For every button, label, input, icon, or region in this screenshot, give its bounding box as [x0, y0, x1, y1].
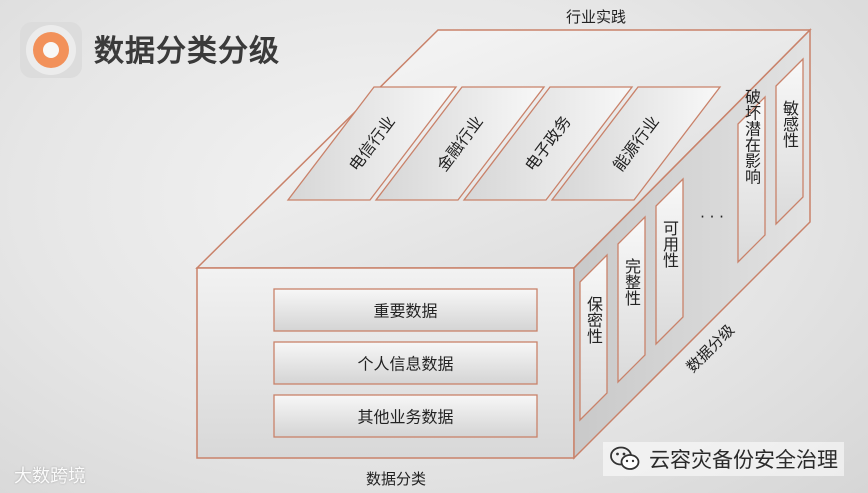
- industry-strips: 电信行业金融行业电子政务能源行业: [286, 86, 722, 201]
- category-bar: [273, 288, 538, 332]
- industry-strip: [462, 86, 634, 201]
- grading-strips: 保密性完整性可用性 破坏潜在影响敏感性: [579, 57, 804, 422]
- grading-label: 破坏潜在影响: [742, 89, 761, 186]
- category-bar: [273, 341, 538, 385]
- grading-label: 可用性: [660, 220, 679, 268]
- category-bar: [273, 394, 538, 438]
- top-face-label: 行业实践: [566, 8, 626, 26]
- grading-label: 保密性: [584, 296, 603, 344]
- grading-label: 敏感性: [780, 100, 799, 148]
- watermark-right: 云容灾备份安全治理: [603, 442, 844, 476]
- industry-strip: [286, 86, 458, 201]
- ellipsis-label: · · ·: [700, 208, 724, 226]
- page-title: 数据分类分级: [94, 34, 280, 69]
- grading-strip: [617, 215, 646, 384]
- category-label: 个人信息数据: [357, 355, 453, 374]
- category-label: 重要数据: [373, 302, 437, 321]
- grading-label: 完整性: [622, 258, 641, 306]
- watermark-left: 大数跨境: [14, 466, 86, 487]
- industry-strip: [374, 86, 546, 201]
- grading-strip: [655, 177, 684, 346]
- title-logo: [18, 20, 84, 80]
- grading-strip: [775, 57, 804, 226]
- watermark-right-text: 云容灾备份安全治理: [649, 448, 838, 472]
- wechat-icon: [610, 446, 640, 470]
- bottom-face-label: 数据分类: [366, 470, 426, 488]
- grading-strip: [737, 95, 766, 264]
- category-label: 其他业务数据: [357, 408, 453, 427]
- industry-strip: [550, 86, 722, 201]
- grading-strip: [579, 253, 608, 422]
